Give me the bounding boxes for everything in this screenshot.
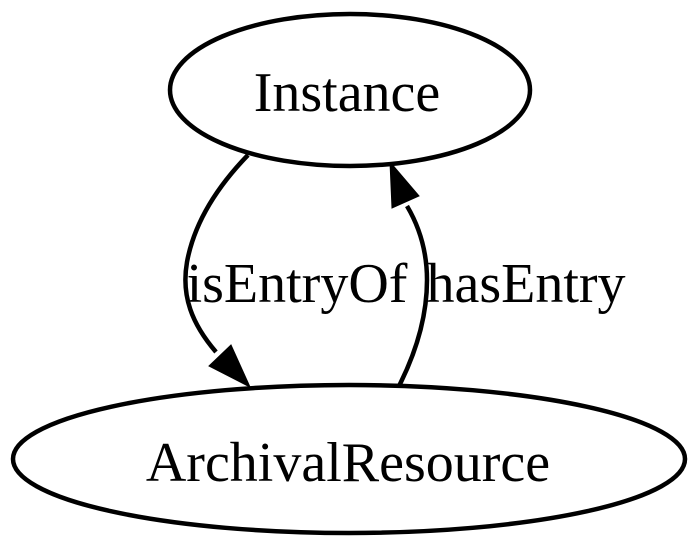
node-archivalresource: ArchivalResource [10, 382, 688, 536]
node-instance-label: Instance [254, 62, 441, 124]
node-archivalresource-ellipse [10, 382, 688, 536]
edge-isentryof [183, 153, 252, 389]
edge-isentryof-label: isEntryOf [187, 253, 408, 315]
edge-isentryof-arrowhead-icon [208, 344, 252, 389]
edge-hasentry-arrowhead-icon [389, 160, 420, 209]
edge-hasentry [389, 160, 430, 390]
edge-hasentry-path [395, 204, 430, 390]
edge-isentryof-path [183, 153, 250, 354]
edge-hasentry-label: hasEntry [426, 253, 625, 315]
node-archivalresource-label: ArchivalResource [146, 432, 550, 494]
node-instance: Instance [167, 11, 533, 169]
node-instance-ellipse [167, 11, 533, 169]
